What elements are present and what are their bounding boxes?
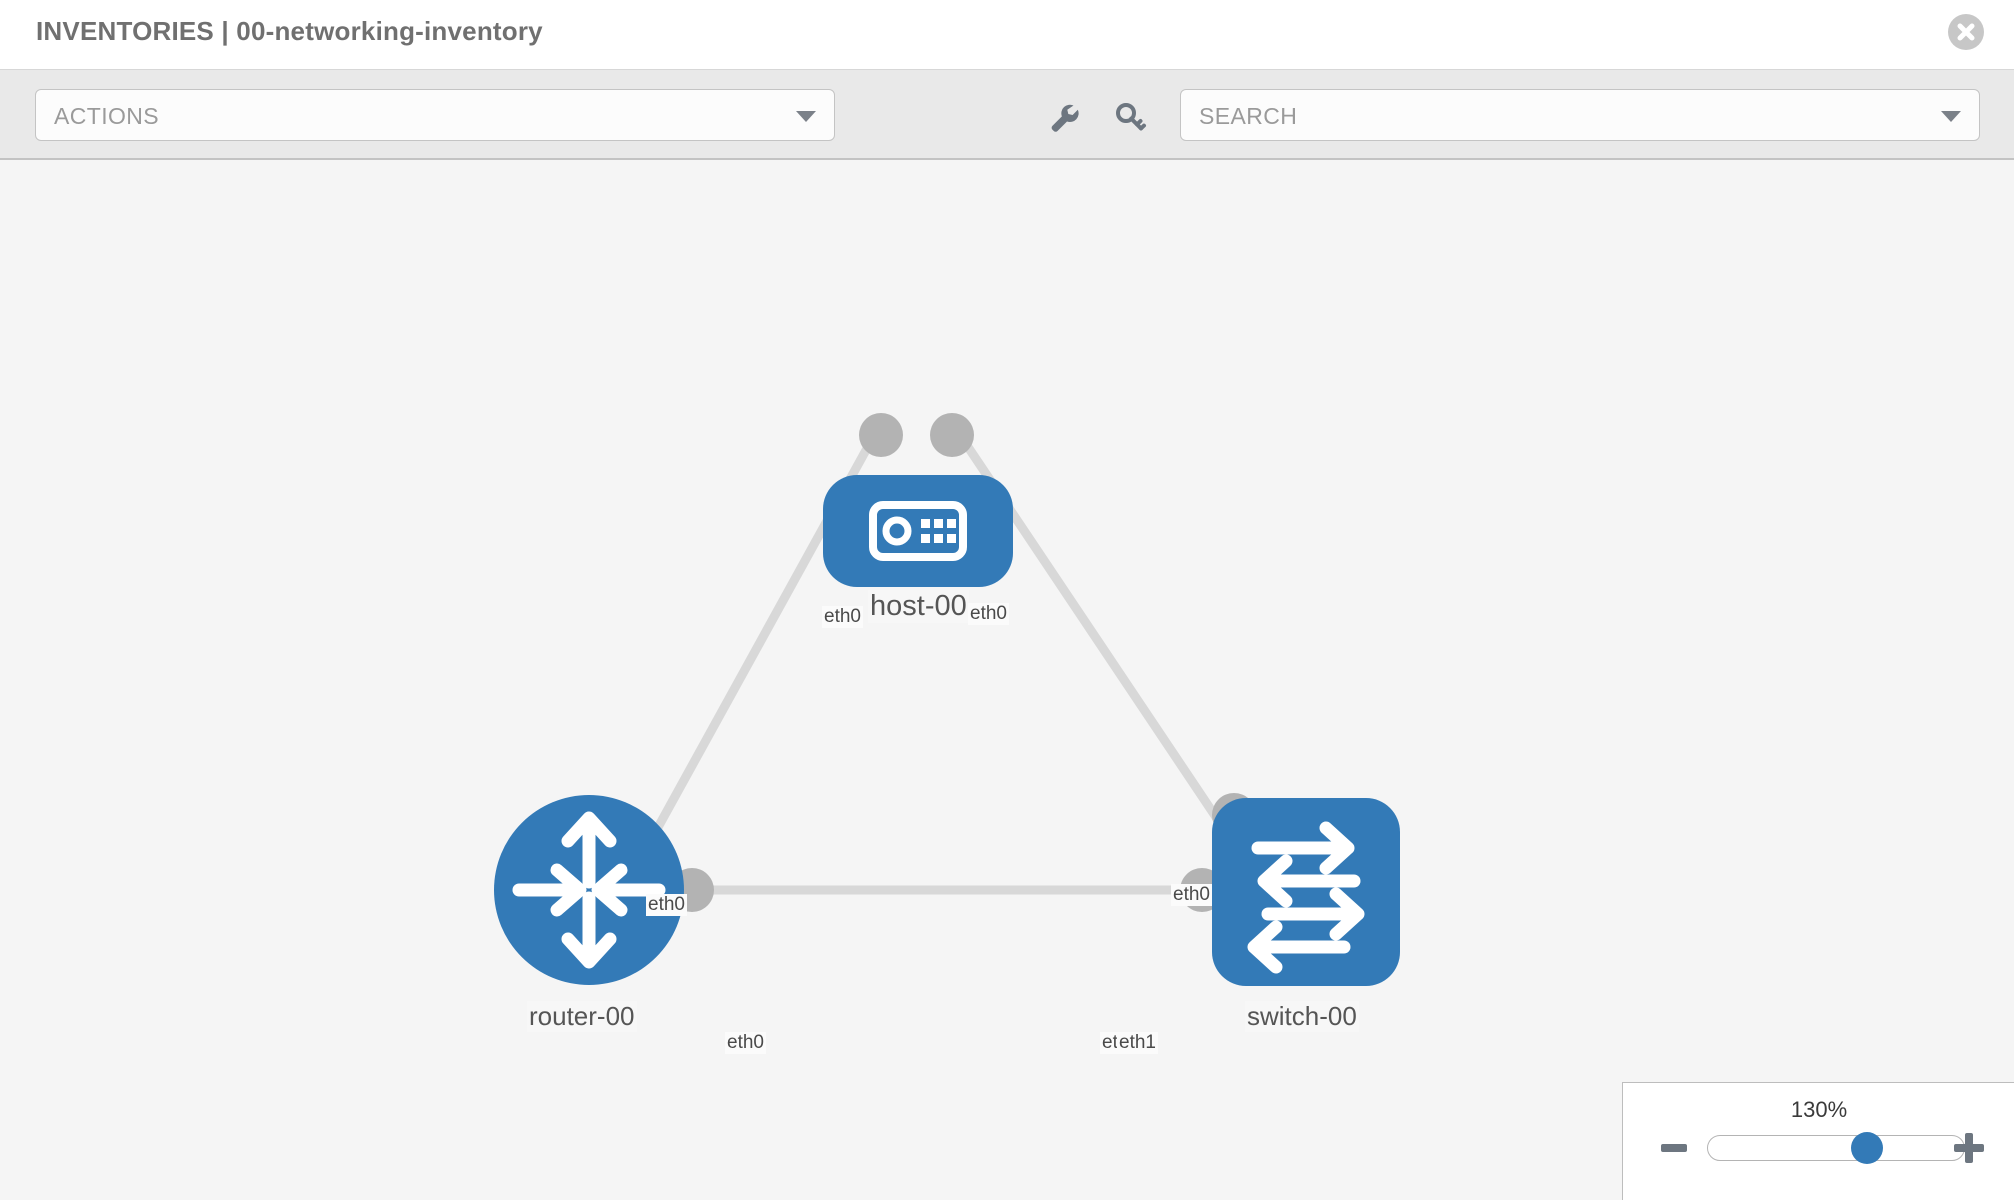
node-router-00 [494, 795, 684, 985]
router-arrows-icon [512, 811, 666, 969]
zoom-in-button[interactable] [1954, 1133, 1984, 1163]
zoom-out-button[interactable] [1661, 1144, 1687, 1152]
page-title: INVENTORIES | 00-networking-inventory [36, 16, 543, 46]
topology-canvas[interactable]: router-00 --> switch-00 --> switch-00 --… [0, 160, 2014, 1200]
node-label-host-00: host-00 [868, 590, 969, 623]
node-host-00 [823, 475, 1013, 587]
port-host00-right [930, 413, 974, 457]
key-icon[interactable] [1110, 98, 1150, 138]
zoom-slider-thumb[interactable] [1851, 1132, 1883, 1164]
close-icon[interactable] [1948, 14, 1984, 50]
actions-dropdown-label: ACTIONS [54, 103, 160, 129]
iface-label-host00-to-router00: eth0 [822, 606, 863, 628]
iface-label-router00-to-host00: eth0 [646, 894, 687, 916]
iface-label-switch00-to-router00: eth1 [1117, 1032, 1158, 1054]
search-input[interactable]: SEARCH [1180, 89, 1980, 141]
toolbar: ACTIONS SEARCH [0, 70, 2014, 160]
switch-arrows-icon [1247, 821, 1365, 974]
node-label-router-00: router-00 [527, 1001, 637, 1032]
wrench-icon[interactable] [1044, 98, 1084, 138]
zoom-slider-track[interactable] [1707, 1135, 1965, 1161]
actions-dropdown[interactable]: ACTIONS [35, 89, 835, 141]
node-label-switch-00: switch-00 [1245, 1001, 1359, 1032]
iface-label-router00-to-switch00: eth0 [725, 1032, 766, 1054]
iface-label-host00-to-switch00: eth0 [968, 603, 1009, 625]
title-bar: INVENTORIES | 00-networking-inventory [0, 0, 2014, 70]
chevron-down-icon [796, 111, 816, 122]
topology-graph: router-00 --> switch-00 --> switch-00 --… [494, 413, 1400, 986]
iface-label-switch00-to-host00: eth0 [1171, 884, 1212, 906]
zoom-control-panel: 130% [1622, 1082, 2014, 1200]
search-placeholder: SEARCH [1199, 103, 1298, 129]
port-host00-left [859, 413, 903, 457]
node-switch-00 [1212, 798, 1400, 986]
zoom-level-label: 130% [1790, 1097, 1848, 1122]
server-icon [869, 501, 967, 561]
chevron-down-icon [1941, 111, 1961, 122]
